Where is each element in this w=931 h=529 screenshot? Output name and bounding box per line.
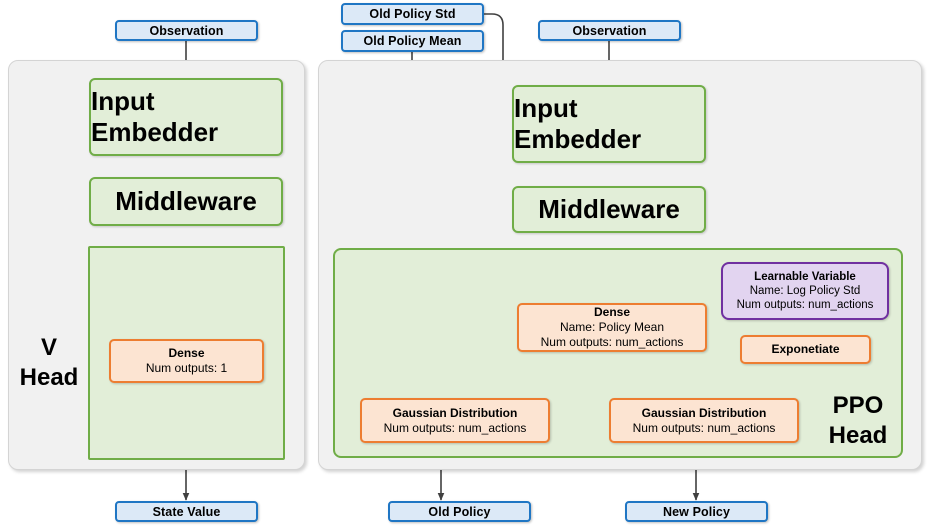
ppo-head-gaussian-new-num-outputs: Num outputs: num_actions [632, 420, 776, 435]
v-head-group-label-line1: V [40, 334, 57, 361]
v-head-input-embedder-label: Input Embedder [91, 86, 219, 147]
ppo-head-group-label: PPO Head [818, 391, 898, 451]
input-observation-v-head[interactable]: Observation [115, 20, 258, 41]
ppo-head-learnable-variable-box[interactable]: Learnable Variable Name: Log Policy Std … [721, 262, 889, 320]
ppo-head-learnable-variable-num-outputs: Num outputs: num_actions [736, 299, 874, 311]
output-new-policy[interactable]: New Policy [625, 501, 768, 522]
input-observation-v-head-label: Observation [149, 23, 224, 38]
ppo-head-middleware-box[interactable]: Middleware [512, 186, 706, 233]
ppo-head-input-embedder-box[interactable]: Input Embedder [512, 85, 706, 163]
v-head-dense-box[interactable]: Dense Num outputs: 1 [109, 339, 264, 383]
v-head-dense-title: Dense [168, 346, 205, 360]
ppo-head-gaussian-old-num-outputs: Num outputs: num_actions [383, 420, 527, 435]
ppo-head-group-label-line1: PPO [832, 392, 884, 419]
output-old-policy[interactable]: Old Policy [388, 501, 531, 522]
input-old-policy-std-label: Old Policy Std [369, 7, 456, 21]
ppo-head-group-label-line2: Head [828, 422, 888, 449]
v-head-group-label: V Head [14, 333, 84, 393]
ppo-head-dense-policy-mean-box[interactable]: Dense Name: Policy Mean Num outputs: num… [517, 303, 707, 352]
ppo-head-input-embedder-label: Input Embedder [514, 93, 642, 154]
ppo-head-dense-policy-mean-name: Name: Policy Mean [559, 320, 665, 334]
output-old-policy-label: Old Policy [428, 504, 491, 519]
v-head-middleware-label: Middleware [115, 186, 257, 216]
output-new-policy-label: New Policy [663, 504, 730, 519]
ppo-head-learnable-variable-name: Name: Log Policy Std [749, 285, 861, 297]
ppo-head-learnable-variable-title: Learnable Variable [754, 271, 856, 283]
v-head-dense-num-outputs: Num outputs: 1 [145, 361, 228, 375]
output-state-value-label: State Value [152, 504, 221, 519]
ppo-head-exponetiate-title: Exponetiate [771, 342, 840, 356]
ppo-head-dense-policy-mean-title: Dense [593, 305, 631, 319]
ppo-head-dense-policy-mean-num-outputs: Num outputs: num_actions [540, 335, 684, 349]
input-observation-ppo-head[interactable]: Observation [538, 20, 681, 41]
input-observation-ppo-head-label: Observation [572, 23, 647, 38]
ppo-head-gaussian-new-title: Gaussian Distribution [641, 405, 767, 420]
v-head-middleware-box[interactable]: Middleware [89, 177, 283, 226]
ppo-head-gaussian-new-box[interactable]: Gaussian Distribution Num outputs: num_a… [609, 398, 799, 443]
input-old-policy-std[interactable]: Old Policy Std [341, 3, 484, 25]
input-old-policy-mean[interactable]: Old Policy Mean [341, 30, 484, 52]
input-old-policy-mean-label: Old Policy Mean [363, 34, 462, 48]
ppo-head-gaussian-old-title: Gaussian Distribution [392, 405, 518, 420]
ppo-head-middleware-label: Middleware [538, 194, 680, 224]
output-state-value[interactable]: State Value [115, 501, 258, 522]
v-head-input-embedder-box[interactable]: Input Embedder [89, 78, 283, 156]
v-head-group-label-line2: Head [19, 364, 79, 391]
ppo-head-exponetiate-box[interactable]: Exponetiate [740, 335, 871, 364]
ppo-head-gaussian-old-box[interactable]: Gaussian Distribution Num outputs: num_a… [360, 398, 550, 443]
